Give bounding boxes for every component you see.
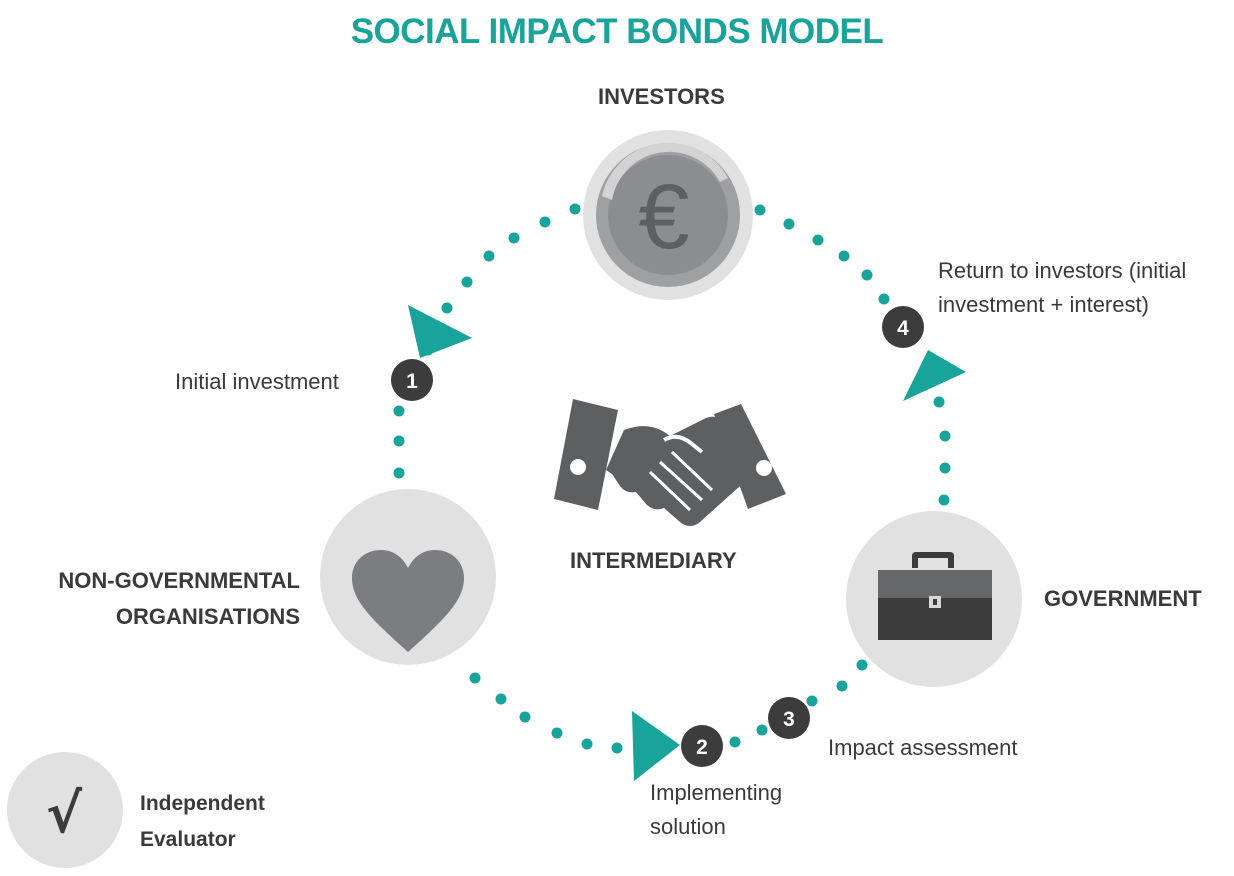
flow-dot xyxy=(836,680,848,692)
step-2-badge: 2 xyxy=(681,725,723,767)
flow-dot xyxy=(519,711,531,723)
flow-dot xyxy=(783,218,795,230)
flow-dot xyxy=(756,724,768,736)
flow-dot xyxy=(393,435,405,447)
flow-dot xyxy=(878,293,890,305)
flow-dot xyxy=(508,232,520,244)
arrow-return-icon xyxy=(903,350,966,401)
briefcase-icon xyxy=(878,552,992,640)
step-4-number: 4 xyxy=(897,317,909,340)
flow-dot xyxy=(551,727,563,739)
step-4-label-line2: investment + interest) xyxy=(938,292,1149,317)
step-3-number: 3 xyxy=(783,708,795,731)
flow-dot xyxy=(393,405,405,417)
evaluator-label-line1: Independent xyxy=(140,792,265,815)
flow-dot xyxy=(539,216,551,228)
flow-dot xyxy=(812,234,824,246)
ngo-label-line2: ORGANISATIONS xyxy=(115,604,300,629)
evaluator-label-line2: Evaluator xyxy=(140,828,236,851)
flow-dot xyxy=(933,396,945,408)
flow-dot xyxy=(939,430,951,442)
step-2-label-line2: solution xyxy=(650,814,726,839)
flow-dot xyxy=(838,250,850,262)
flow-dot xyxy=(483,250,495,262)
handshake-icon xyxy=(554,399,786,526)
intermediary-label: INTERMEDIARY xyxy=(570,548,737,573)
investors-label: INVESTORS xyxy=(598,84,725,109)
flow-dot xyxy=(611,742,623,754)
flow-dot xyxy=(856,659,868,671)
heart-icon xyxy=(352,550,464,652)
flow-dot xyxy=(495,693,507,705)
step-4-badge: 4 xyxy=(882,306,924,348)
flow-dot xyxy=(393,467,405,479)
euro-glyph: € xyxy=(638,166,689,268)
ngo-label-line1: NON-GOVERNMENTAL xyxy=(58,568,300,593)
step-3-label: Impact assessment xyxy=(828,735,1018,760)
arrow-implementing-icon xyxy=(632,711,680,781)
step-4-label-line1: Return to investors (initial xyxy=(938,258,1187,283)
flow-dot xyxy=(729,736,741,748)
step-3-badge: 3 xyxy=(768,697,810,739)
step-1-number: 1 xyxy=(406,370,418,393)
flow-dot xyxy=(461,276,473,288)
flow-dot xyxy=(938,494,950,506)
flow-dot xyxy=(441,302,453,314)
diagram-title: SOCIAL IMPACT BONDS MODEL xyxy=(350,12,884,51)
flow-dot xyxy=(806,695,818,707)
checkmark-icon: √ xyxy=(46,782,83,845)
flow-dot xyxy=(469,672,481,684)
step-1-badge: 1 xyxy=(391,359,433,401)
evaluator-circle: √ xyxy=(7,752,123,868)
flow-dot xyxy=(581,738,593,750)
flow-dot xyxy=(861,269,873,281)
flow-dot xyxy=(754,204,766,216)
government-circle xyxy=(846,511,1022,687)
flow-dot xyxy=(569,203,581,215)
arrow-investment-icon xyxy=(408,305,472,358)
ngo-circle xyxy=(320,489,496,665)
government-label: GOVERNMENT xyxy=(1044,586,1202,611)
step-2-label-line1: Implementing xyxy=(650,780,783,805)
flow-dot xyxy=(939,462,951,474)
step-1-label: Initial investment xyxy=(175,369,339,394)
step-2-number: 2 xyxy=(696,736,708,759)
investors-coin-icon: € xyxy=(583,130,753,300)
